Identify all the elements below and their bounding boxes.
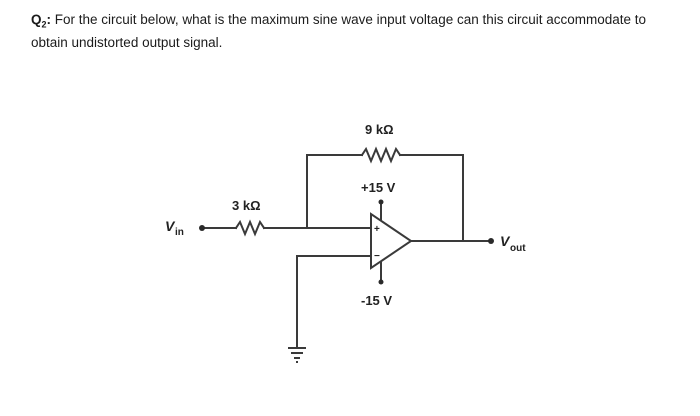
question-body: For the circuit below, what is the maxim… xyxy=(31,12,647,50)
svg-text:V: V xyxy=(165,218,176,234)
feedback-resistor-label: 9 kΩ xyxy=(365,122,394,137)
input-resistor-label: 3 kΩ xyxy=(232,198,261,213)
positive-supply-dot xyxy=(378,199,384,205)
svg-text:in: in xyxy=(175,227,184,238)
output-voltage-label: V out xyxy=(500,233,526,254)
input-voltage-label: V in xyxy=(165,218,184,238)
output-terminal-dot xyxy=(488,238,494,244)
negative-supply-dot xyxy=(378,279,384,285)
svg-text:V: V xyxy=(500,233,511,249)
positive-supply-label: +15 V xyxy=(361,180,396,195)
negative-supply-label: -15 V xyxy=(361,293,392,308)
question-label: Q2: xyxy=(31,12,55,30)
svg-text:out: out xyxy=(510,243,526,254)
feedback-resistor xyxy=(360,146,402,164)
question-text: Q2: For the circuit below, what is the m… xyxy=(31,11,671,52)
input-terminal-dot xyxy=(199,225,205,231)
noninverting-input-sign: − xyxy=(374,251,380,262)
op-amp-triangle xyxy=(370,212,413,270)
input-resistor xyxy=(234,219,266,237)
inverting-input-sign: + xyxy=(374,224,380,235)
ground-symbol xyxy=(288,347,306,363)
